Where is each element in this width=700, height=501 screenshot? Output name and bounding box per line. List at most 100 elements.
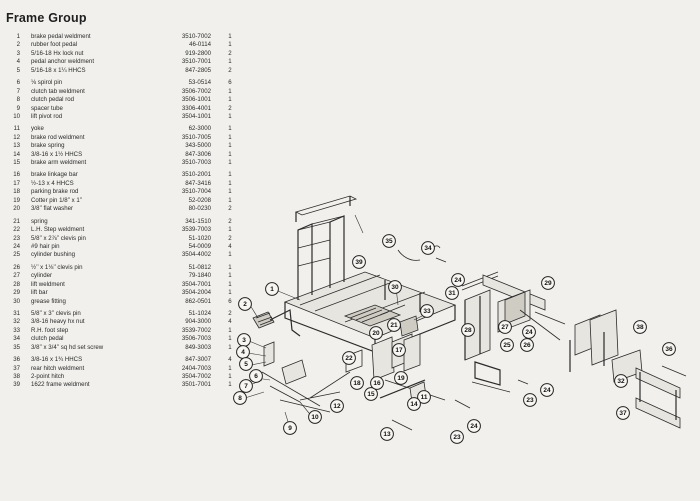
part-quantity: 1 bbox=[228, 343, 232, 351]
callout-31: 31 bbox=[445, 286, 459, 300]
callout-label: 30 bbox=[391, 284, 399, 291]
part-number-index: 30 bbox=[13, 297, 20, 305]
callout-circle bbox=[342, 351, 356, 365]
callout-label: 5 bbox=[244, 361, 248, 368]
part-description: rear hitch weldment bbox=[31, 364, 85, 372]
callout-3: 3 bbox=[237, 333, 251, 347]
callout-label: 27 bbox=[501, 324, 509, 331]
callout-circle bbox=[380, 427, 394, 441]
part-quantity: 1 bbox=[228, 150, 232, 158]
callout-circle bbox=[392, 343, 406, 357]
part-number-index: 27 bbox=[13, 272, 20, 280]
part-description: 2-point hitch bbox=[31, 372, 65, 380]
callout-11: 11 bbox=[417, 390, 431, 404]
part-quantity: 2 bbox=[228, 217, 232, 225]
part-catalog-number: 3510-7004 bbox=[181, 188, 211, 196]
part-catalog-number: 3504-4002 bbox=[181, 251, 211, 259]
part-description: 3/8’’ flat washer bbox=[31, 205, 74, 213]
part-description: 3/8-16 x 1½ HHCS bbox=[31, 150, 83, 158]
part-number-index: 23 bbox=[13, 234, 20, 242]
part-quantity: 1 bbox=[228, 263, 232, 271]
part-number-index: 35 bbox=[13, 343, 20, 351]
callout-label: 15 bbox=[367, 391, 375, 398]
callout-35: 35 bbox=[382, 234, 396, 248]
callout-label: 8 bbox=[238, 395, 242, 402]
part-quantity: 1 bbox=[228, 125, 232, 133]
part-catalog-number: 52-0208 bbox=[188, 196, 211, 204]
callout-label: 24 bbox=[525, 329, 533, 336]
part-catalog-number: 51-1020 bbox=[188, 234, 211, 242]
part-quantity: 1 bbox=[228, 33, 232, 40]
callout-circle bbox=[445, 286, 459, 300]
part-catalog-number: 2404-7003 bbox=[181, 364, 211, 372]
part-catalog-number: 847-2805 bbox=[185, 66, 211, 74]
part-number-index: 18 bbox=[13, 188, 20, 196]
callout-29: 29 bbox=[541, 276, 555, 290]
callout-label: 16 bbox=[373, 380, 381, 387]
callout-circle bbox=[407, 397, 421, 411]
callout-34: 34 bbox=[421, 241, 435, 255]
part-quantity: 4 bbox=[228, 242, 232, 250]
part-description: rubber foot pedal bbox=[31, 41, 78, 49]
callout-circle bbox=[283, 421, 297, 435]
brake-pedal-assembly bbox=[252, 309, 446, 431]
part-description: 5/16-18 Hx lock nut bbox=[31, 49, 84, 57]
part-quantity: 4 bbox=[228, 356, 232, 364]
callout-label: 6 bbox=[254, 373, 258, 380]
callout-label: 39 bbox=[355, 259, 363, 266]
part-catalog-number: 3510-7005 bbox=[181, 133, 211, 141]
part-quantity: 1 bbox=[228, 133, 232, 141]
callout-21: 21 bbox=[387, 318, 401, 332]
part-description: clutch pedal bbox=[31, 335, 64, 343]
callout-circle bbox=[614, 374, 628, 388]
part-catalog-number: 3306-4001 bbox=[181, 104, 211, 112]
callout-label: 26 bbox=[523, 342, 531, 349]
part-catalog-number: 54-0009 bbox=[188, 242, 211, 250]
part-quantity: 1 bbox=[228, 289, 232, 297]
part-catalog-number: 343-5000 bbox=[185, 142, 211, 150]
part-description: clutch tab weldment bbox=[31, 87, 85, 95]
callouts: 1234567891011121314151617181920212223242… bbox=[233, 234, 676, 444]
callout-label: 25 bbox=[503, 342, 511, 349]
part-number-index: 2 bbox=[16, 41, 20, 49]
callout-circle bbox=[541, 276, 555, 290]
callout-28: 28 bbox=[461, 323, 475, 337]
callout-label: 7 bbox=[244, 383, 248, 390]
part-quantity: 1 bbox=[228, 272, 232, 280]
part-number-index: 32 bbox=[13, 318, 20, 326]
page-title: Frame Group bbox=[6, 11, 87, 25]
callout-label: 9 bbox=[288, 425, 292, 432]
callout-32: 32 bbox=[614, 374, 628, 388]
part-number-index: 14 bbox=[13, 150, 20, 158]
part-quantity: 2 bbox=[228, 104, 232, 112]
part-description: 1622 frame weldment bbox=[31, 381, 90, 389]
part-catalog-number: 3504-7001 bbox=[181, 280, 211, 288]
part-catalog-number: 3510-7001 bbox=[181, 58, 211, 66]
callout-12: 12 bbox=[330, 399, 344, 413]
part-quantity: 1 bbox=[228, 280, 232, 288]
part-catalog-number: 3539-7002 bbox=[181, 326, 211, 334]
part-catalog-number: 3504-1001 bbox=[181, 112, 211, 120]
part-number-index: 22 bbox=[13, 226, 20, 234]
callout-27: 27 bbox=[498, 320, 512, 334]
callout-circle bbox=[330, 399, 344, 413]
part-number-index: 34 bbox=[13, 335, 20, 343]
callout-circle bbox=[370, 376, 384, 390]
part-quantity: 1 bbox=[228, 326, 232, 334]
callout-circle bbox=[450, 430, 464, 444]
part-number-index: 39 bbox=[13, 381, 20, 389]
callout-circle bbox=[238, 297, 252, 311]
part-quantity: 1 bbox=[228, 41, 232, 49]
